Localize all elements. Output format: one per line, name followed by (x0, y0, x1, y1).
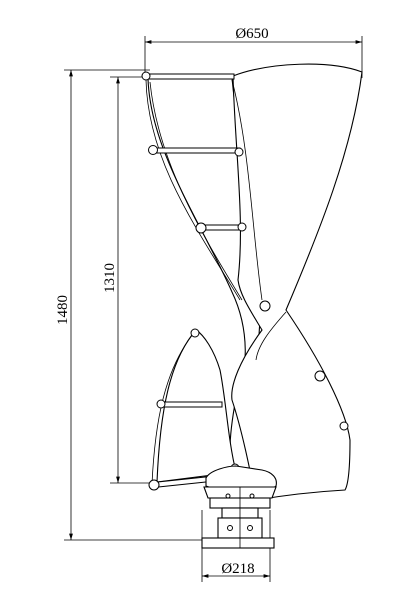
bolt (190, 328, 200, 338)
bolt (195, 222, 207, 234)
rod-1 (147, 73, 235, 80)
bolt (234, 147, 244, 157)
bolts (141, 71, 349, 491)
base-diameter-label: Ø218 (221, 561, 254, 577)
bolt (339, 421, 349, 431)
total-height-label: 1480 (55, 295, 71, 325)
bolt (237, 222, 247, 232)
rod-2 (155, 147, 241, 154)
top-diameter-dimension: Ø650 (144, 26, 363, 78)
bolt (148, 479, 160, 491)
bolt (141, 71, 151, 81)
front-blade (231, 63, 363, 501)
bolt (156, 399, 166, 409)
top-diameter-label: Ø650 (235, 26, 268, 42)
total-height-dimension: 1480 (55, 69, 215, 541)
rod-4 (161, 401, 223, 408)
generator-base (201, 465, 277, 549)
bolt (148, 145, 158, 155)
bolt (314, 370, 326, 382)
blade-height-dimension: 1310 (102, 76, 158, 484)
blade-height-label: 1310 (102, 263, 118, 293)
bolt (259, 300, 271, 312)
